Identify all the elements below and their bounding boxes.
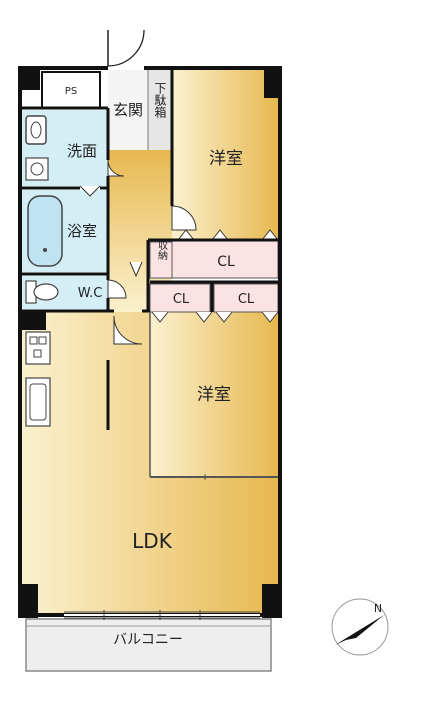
room-label-cl-right: CL: [238, 292, 255, 307]
room-label-wc: W.C: [78, 286, 103, 301]
western-room-upper-floor: [172, 70, 278, 240]
washing-machine: [25, 157, 49, 181]
room-label-yokushitsu: 浴室: [67, 222, 97, 240]
room-label-cl-left: CL: [173, 292, 190, 307]
room-label-genkan: 玄関: [113, 101, 143, 119]
balcony-area: [25, 618, 272, 672]
compass-north-label: N: [374, 602, 382, 615]
closet-door-marks: [151, 229, 279, 323]
interior-walls: [22, 70, 278, 430]
room-label-shuno: 収納: [156, 240, 168, 261]
entrance-door-swing: [107, 29, 145, 67]
room-label-senmen: 洗面: [67, 142, 97, 160]
room-label-ps: PS: [65, 86, 77, 97]
room-label-western-upper: 洋室: [209, 149, 243, 169]
room-label-balcony: バルコニー: [113, 632, 183, 648]
bathtub: [27, 195, 63, 267]
room-label-getabako: 下駄箱: [153, 82, 167, 118]
getabako-floor: [148, 70, 172, 150]
western-room-lower-floor: [150, 312, 278, 477]
compass-circle: [331, 598, 389, 656]
compass-arrow-icon: [335, 615, 384, 645]
washbasin: [25, 115, 47, 145]
compass: N: [331, 598, 389, 656]
genkan-floor: [108, 70, 148, 150]
room-label-cl-upper: CL: [217, 254, 235, 270]
room-label-western-lower: 洋室: [197, 385, 231, 405]
ps-area: [41, 71, 101, 109]
room-label-ldk: LDK: [132, 529, 173, 553]
closet-lower-right: [213, 283, 279, 313]
storage: [149, 241, 173, 279]
closet-lower-left: [149, 283, 211, 313]
